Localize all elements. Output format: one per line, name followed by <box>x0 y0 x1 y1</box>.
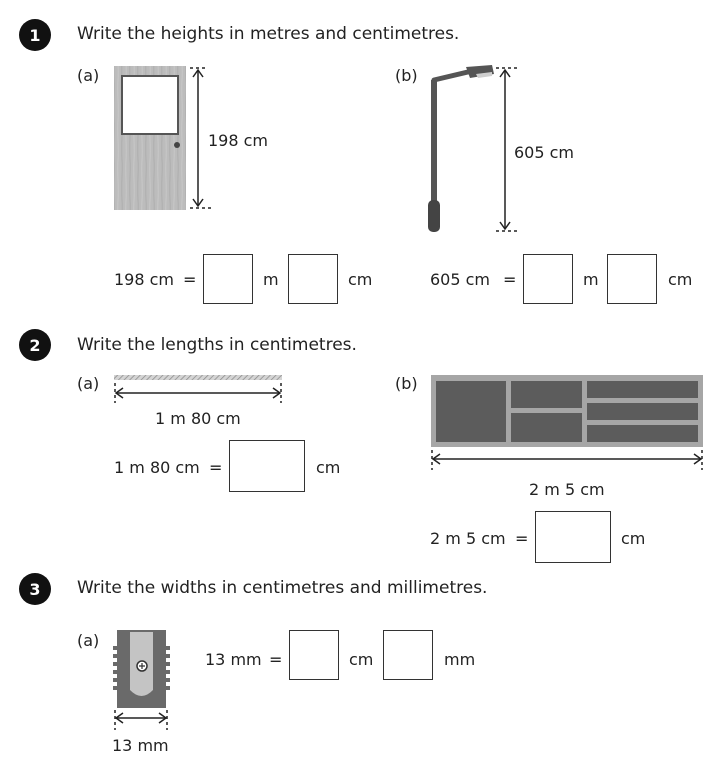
q1b-answer-metres[interactable] <box>523 254 573 304</box>
q3a-label: (a) <box>77 631 100 650</box>
q2a-measure: 1 m 80 cm <box>155 409 241 428</box>
q1b-eq-left: 605 cm <box>430 270 491 289</box>
question-2-instruction: Write the lengths in centimetres. <box>77 335 357 355</box>
q1a-answer-metres[interactable] <box>203 254 253 304</box>
q3a-eq-left: 13 mm <box>205 650 262 669</box>
q3a-measure: 13 mm <box>112 736 169 755</box>
q1a-measure: 198 cm <box>208 131 269 150</box>
question-3-instruction: Write the widths in centimetres and mill… <box>77 578 488 598</box>
q3a-unit-millimetres: mm <box>444 650 476 669</box>
q2b-measure: 2 m 5 cm <box>529 480 605 499</box>
q3a-answer-centimetres[interactable] <box>289 630 339 680</box>
q2a-eq-sign: = <box>209 458 223 477</box>
question-3-number: 3 <box>19 573 51 605</box>
q2a-label: (a) <box>77 374 100 393</box>
q1b-unit-metres: m <box>583 270 599 289</box>
q1a-eq-left: 198 cm <box>114 270 175 289</box>
q1a-label: (a) <box>77 66 100 85</box>
q2a-answer-centimetres[interactable] <box>229 440 305 492</box>
q2a-eq-left: 1 m 80 cm <box>114 458 200 477</box>
q3a-unit-centimetres: cm <box>349 650 374 669</box>
q3a-eq-sign: = <box>269 650 283 669</box>
q1b-measure: 605 cm <box>514 143 575 162</box>
q1a-unit-metres: m <box>263 270 279 289</box>
q1a-eq-sign: = <box>183 270 197 289</box>
q2a-unit-centimetres: cm <box>316 458 341 477</box>
q1b-answer-centimetres[interactable] <box>607 254 657 304</box>
question-1-number: 1 <box>19 19 51 51</box>
q1a-answer-centimetres[interactable] <box>288 254 338 304</box>
q2b-eq-left: 2 m 5 cm <box>430 529 506 548</box>
q2b-label: (b) <box>395 374 418 393</box>
q3a-answer-millimetres[interactable] <box>383 630 433 680</box>
q1b-eq-sign: = <box>503 270 517 289</box>
question-1-instruction: Write the heights in metres and centimet… <box>77 24 460 44</box>
q2b-answer-centimetres[interactable] <box>535 511 611 563</box>
q2b-eq-sign: = <box>515 529 529 548</box>
q1b-unit-centimetres: cm <box>668 270 693 289</box>
q1b-label: (b) <box>395 66 418 85</box>
q1a-unit-centimetres: cm <box>348 270 373 289</box>
q2b-unit-centimetres: cm <box>621 529 646 548</box>
question-2-number: 2 <box>19 329 51 361</box>
